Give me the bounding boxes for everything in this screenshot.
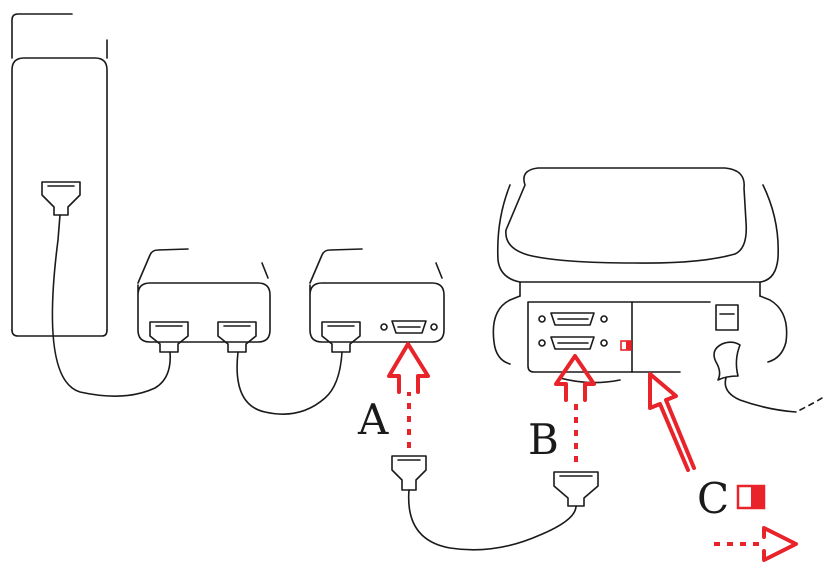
arrow-b bbox=[554, 354, 596, 462]
power-cable bbox=[713, 341, 741, 381]
label-a: A bbox=[357, 395, 389, 444]
label-b: B bbox=[528, 415, 559, 464]
device-two-port-icon bbox=[321, 321, 361, 353]
arrow-right bbox=[714, 526, 798, 562]
device-one-port-left-icon bbox=[149, 321, 189, 353]
device-one bbox=[137, 248, 271, 353]
arrow-c bbox=[648, 372, 696, 472]
tower-port-icon bbox=[41, 181, 81, 216]
cable-tower-to-device-one bbox=[51, 214, 172, 397]
printer-switch-icon bbox=[620, 340, 632, 351]
cable-connector-a-icon bbox=[391, 455, 427, 491]
device-two-db-connector-icon bbox=[380, 320, 438, 334]
printer-db-connector-upper-icon bbox=[538, 312, 608, 326]
tower-computer bbox=[11, 13, 108, 337]
switch-toggle-icon bbox=[736, 484, 766, 510]
device-one-port-right-icon bbox=[217, 321, 257, 353]
label-c: C bbox=[697, 474, 729, 523]
cable-connector-b-icon bbox=[553, 471, 599, 507]
printer-db-connector-lower-icon bbox=[538, 336, 608, 350]
printer-cable bbox=[391, 455, 599, 551]
arrow-a bbox=[387, 342, 430, 448]
cable-device-one-to-device-two bbox=[236, 351, 343, 415]
device-two bbox=[309, 248, 445, 353]
printer bbox=[492, 167, 823, 413]
